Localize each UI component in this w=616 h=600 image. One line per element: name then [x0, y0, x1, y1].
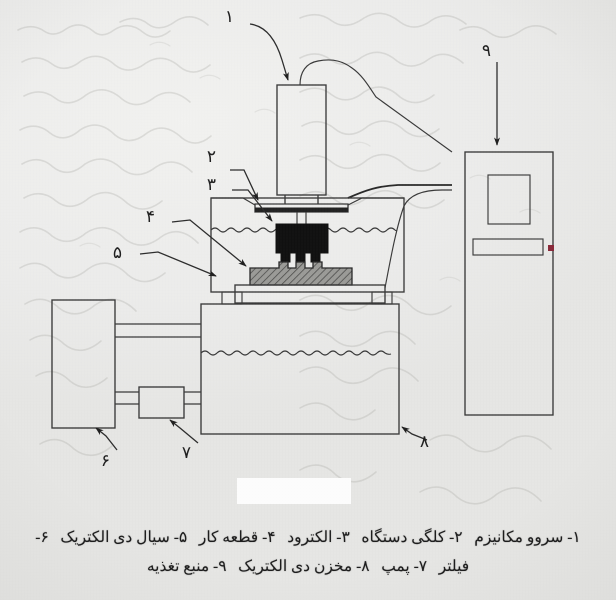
work-tank	[210, 197, 405, 293]
callout-7-label: ۷	[182, 443, 191, 462]
work-table	[234, 284, 386, 304]
callout-5-label: ۵	[113, 243, 122, 262]
workpiece-ground-wire	[384, 189, 452, 289]
callout-6: ۶	[95, 427, 118, 470]
piping	[115, 323, 201, 405]
callout-5: ۵	[113, 243, 217, 277]
pump	[138, 386, 185, 419]
callout-6-label: ۶	[101, 451, 110, 470]
dielectric-reservoir	[200, 303, 400, 435]
filter	[51, 299, 116, 429]
machine-head-plate	[254, 203, 349, 213]
electrode	[275, 212, 329, 263]
callout-4-label: ۴	[146, 207, 155, 226]
callout-9: ۹	[482, 41, 501, 146]
callout-3: ۳	[207, 175, 273, 222]
callout-8: ۸	[401, 426, 429, 451]
white-correction-patch	[237, 478, 351, 504]
callout-1: ۱	[225, 7, 289, 81]
callout-2: ۲	[207, 147, 259, 201]
callout-4: ۴	[146, 207, 247, 267]
tank-base-supports	[221, 291, 393, 305]
caption-line-1: ۱- سروو مکانیزم ۲- کلگی دستگاه ۳- الکترو…	[35, 529, 581, 546]
ram-shaft	[284, 195, 319, 204]
callout-1-label: ۱	[225, 7, 234, 26]
head-to-power-wire	[347, 184, 452, 199]
callout-2-label: ۲	[207, 147, 216, 166]
caption-line-2: فیلتر ۷- پمپ ۸- مخزن دی الکتریک ۹- منبع …	[146, 558, 470, 575]
servo-power-cable	[299, 59, 453, 153]
power-supply-cabinet	[464, 151, 554, 416]
callout-3-label: ۳	[207, 175, 216, 194]
callout-8-label: ۸	[420, 432, 429, 451]
servo-mechanism-body	[276, 84, 327, 196]
workpiece	[249, 261, 353, 286]
callout-9-label: ۹	[482, 41, 491, 60]
callout-7: ۷	[169, 419, 199, 462]
